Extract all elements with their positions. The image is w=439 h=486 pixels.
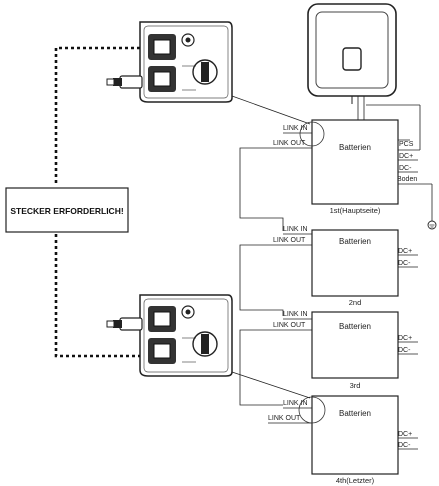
battery-1-link-in-circle (299, 121, 325, 147)
battery-1-dc-plus: DC+ (399, 153, 413, 160)
battery-4-link-out: LINK OUT (268, 415, 301, 422)
battery-4-name: Batterien (339, 409, 371, 418)
bms-module-bottom (139, 294, 233, 377)
link-cables (239, 147, 284, 406)
plug-required-label: STECKER ERFORDERLICH! (10, 206, 124, 216)
battery-2-name: Batterien (339, 237, 371, 246)
pcs-unit (307, 3, 397, 104)
battery-4-link-in-circle (298, 396, 326, 424)
battery-1-link-out: LINK OUT (273, 140, 306, 147)
boden-label: Boden (397, 176, 417, 183)
battery-3-link-in: LINK IN (283, 311, 308, 318)
battery-3-name: Batterien (339, 322, 371, 331)
battery-4-caption: 4th(Letzter) (336, 476, 375, 485)
battery-2-link-in: LINK IN (283, 226, 308, 233)
battery-2-dc-plus: DC+ (398, 248, 412, 255)
battery-2: Batterien 2nd LINK IN LINK OUT DC+ DC- (273, 226, 418, 307)
leader-line-top (231, 95, 311, 125)
battery-3-caption: 3rd (350, 381, 361, 390)
battery-3-link-out: LINK OUT (273, 322, 306, 329)
pcs-label: PCS (399, 141, 414, 148)
battery-2-dc-minus: DC- (398, 260, 411, 267)
battery-1-caption: 1st(Hauptseite) (330, 206, 381, 215)
leader-line-bottom (231, 371, 311, 399)
battery-3-dc-minus: DC- (398, 347, 411, 354)
battery-4: Batterien 4th(Letzter) LINK IN LINK OUT … (268, 395, 418, 485)
battery-1-name: Batterien (339, 143, 371, 152)
dotted-plug-links (54, 46, 140, 358)
battery-1-dc-minus: DC- (399, 165, 412, 172)
battery-1-link-in: LINK IN (283, 125, 308, 132)
bms-module-top (139, 21, 233, 103)
battery-2-link-out: LINK OUT (273, 237, 306, 244)
battery-3: Batterien 3rd LINK IN LINK OUT DC+ DC- (273, 311, 418, 390)
battery-3-dc-plus: DC+ (398, 335, 412, 342)
plug-required-callout: STECKER ERFORDERLICH! (5, 187, 129, 233)
battery-4-link-in: LINK IN (283, 400, 308, 407)
ground-symbol (398, 183, 437, 230)
plug-connector-bottom (106, 317, 143, 331)
battery-4-dc-plus: DC+ (398, 431, 412, 438)
battery-2-caption: 2nd (349, 298, 362, 307)
plug-connector-top (106, 75, 143, 89)
battery-4-dc-minus: DC- (398, 442, 411, 449)
battery-1: Batterien 1st(Hauptseite) LINK IN LINK O… (273, 119, 418, 215)
